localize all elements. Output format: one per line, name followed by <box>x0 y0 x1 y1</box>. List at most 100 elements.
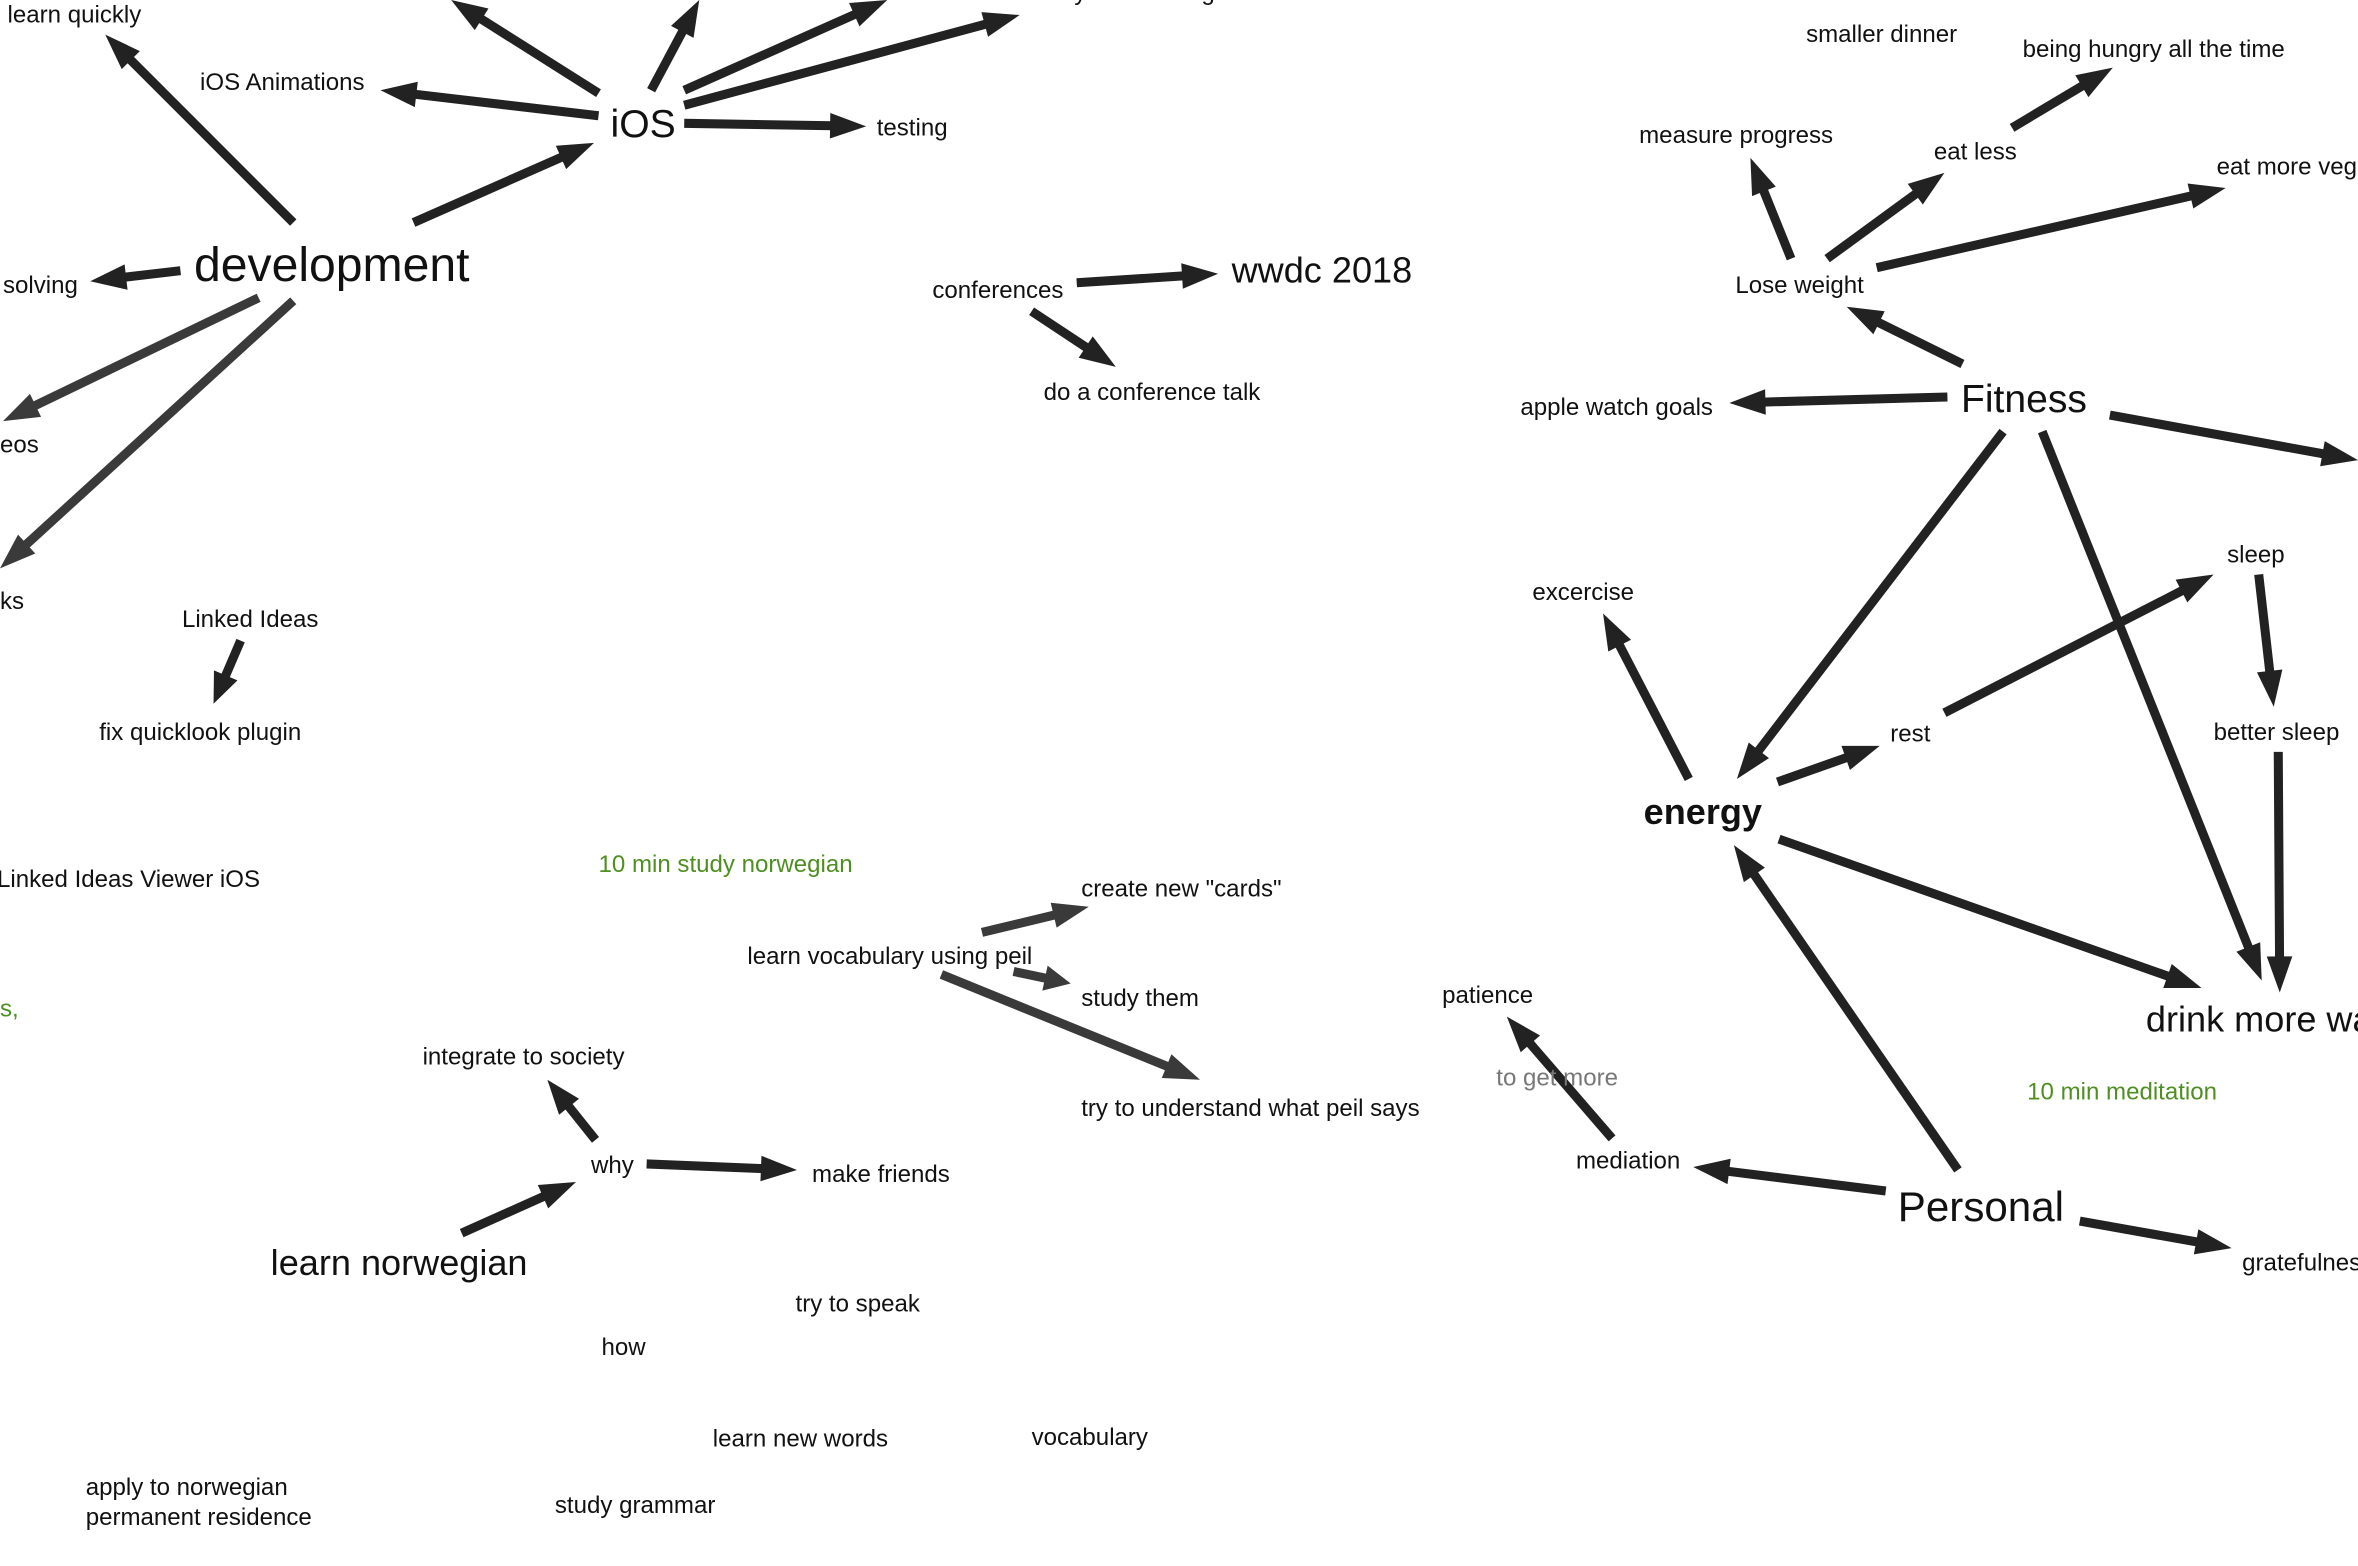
edge-arrowhead <box>2320 441 2358 467</box>
node-rest[interactable]: rest <box>1890 721 1931 748</box>
node-drink-water[interactable]: drink more wa <box>2145 1000 2358 1041</box>
edge-mediation-to-patience <box>1506 1016 1616 1142</box>
edge-line <box>1614 640 1693 782</box>
node-ks[interactable]: ks <box>0 589 25 616</box>
edge-arrowhead <box>1729 389 1766 415</box>
edge-ios-to-testing <box>684 112 867 139</box>
node-energy[interactable]: energy <box>1643 792 1763 834</box>
edge-learn-vocab-to-study-them <box>1012 965 1071 991</box>
node-patience[interactable]: patience <box>1442 983 1534 1010</box>
node-measure-progress[interactable]: measure progress <box>1639 123 1834 149</box>
edge-energy-to-drink-water <box>1777 834 2202 989</box>
node-permanent-residence[interactable]: apply to norwegian permanent residence <box>86 1474 312 1534</box>
node-study-them[interactable]: study them <box>1081 986 1199 1013</box>
edge-arrowhead <box>1603 613 1632 652</box>
node-conference-talk[interactable]: do a conference talk <box>1043 380 1261 407</box>
node-green-fragment[interactable]: s, <box>0 997 19 1023</box>
node-study-norwegian[interactable]: 10 min study norwegian <box>598 852 853 879</box>
node-fix-quicklook[interactable]: fix quicklook plugin <box>99 720 302 746</box>
edge-arrowhead <box>1841 745 1880 770</box>
node-learn-words[interactable]: learn new words <box>712 1427 888 1453</box>
edge-arrowhead <box>1506 1016 1541 1053</box>
node-learn-vocab[interactable]: learn vocabulary using peil <box>747 944 1033 970</box>
node-mediation[interactable]: mediation <box>1575 1148 1681 1175</box>
node-personal[interactable]: Personal <box>1897 1183 2064 1231</box>
node-hungry[interactable]: being hungry all the time <box>2022 37 2285 64</box>
edge-arrowhead <box>1733 845 1765 883</box>
edge-line <box>1012 967 1049 984</box>
node-to-get-more[interactable]: to get more <box>1496 1066 1618 1092</box>
node-linked-ideas-viewer[interactable]: Linked Ideas Viewer iOS <box>0 867 261 894</box>
edge-conferences-to-talk <box>1029 307 1116 367</box>
node-how[interactable]: how <box>601 1335 646 1361</box>
edge-line <box>1753 428 2007 756</box>
edge-arrowhead <box>1181 263 1219 289</box>
node-smaller-dinner[interactable]: smaller dinner <box>1806 22 1958 49</box>
edge-arrowhead <box>555 142 595 170</box>
edge-lose-weight-to-veg <box>1875 183 2226 273</box>
edge-arrowhead <box>671 0 700 38</box>
edge-arrowhead <box>1736 742 1769 779</box>
edge-line <box>220 638 245 680</box>
edge-line <box>411 152 566 227</box>
node-excercise[interactable]: excercise <box>1532 580 1634 607</box>
edge-line <box>412 89 600 121</box>
edge-linked-ideas-to-quicklook <box>213 638 245 704</box>
edge-arrowhead <box>2236 942 2262 981</box>
node-development[interactable]: development <box>193 237 470 292</box>
edge-line <box>21 297 297 550</box>
node-fitness[interactable]: Fitness <box>1960 375 2087 422</box>
edge-fitness-to-drink-water <box>2037 429 2262 981</box>
edge-arrowhead <box>2075 67 2113 98</box>
edge-fitness-to-apple-watch <box>1729 389 1948 415</box>
node-eos[interactable]: eos <box>0 433 39 459</box>
node-vocabulary[interactable]: vocabulary <box>1031 1425 1148 1452</box>
edge-dev-to-ios <box>411 142 595 227</box>
node-conferences[interactable]: conferences <box>932 278 1064 304</box>
node-lose-weight[interactable]: Lose weight <box>1735 273 1864 300</box>
node-eat-more-veg[interactable]: eat more veg <box>2216 154 2358 181</box>
node-solving[interactable]: solving <box>3 273 78 300</box>
node-understand-peil[interactable]: try to understand what peil says <box>1081 1096 1420 1122</box>
edge-arrowhead <box>1907 172 1945 205</box>
node-wwdc[interactable]: wwdc 2018 <box>1231 251 1413 292</box>
node-why[interactable]: why <box>590 1153 634 1179</box>
edge-fitness-to-right <box>2109 410 2358 467</box>
node-different-ways[interactable]: different ways of building UI <box>950 0 1245 9</box>
node-learn-norwegian[interactable]: learn norwegian <box>270 1243 528 1285</box>
edge-line <box>1525 1038 1616 1142</box>
node-try-speak[interactable]: try to speak <box>795 1291 920 1318</box>
edge-line <box>682 9 859 95</box>
node-learn-quickly[interactable]: learn quickly <box>7 3 142 29</box>
edge-line <box>1874 317 1965 368</box>
node-apple-watch[interactable]: apple watch goals <box>1520 395 1713 422</box>
node-permanent-residence-line1: apply to norwegian <box>85 1475 288 1501</box>
node-ios-animations[interactable]: iOS Animations <box>200 70 365 97</box>
node-gratefulness[interactable]: gratefulnes <box>2242 1251 2358 1277</box>
node-testing[interactable]: testing <box>876 115 948 142</box>
node-sleep[interactable]: sleep <box>2227 542 2285 569</box>
edge-line <box>2009 80 2087 132</box>
node-make-friends[interactable]: make friends <box>812 1162 950 1189</box>
node-create-cards[interactable]: create new "cards" <box>1081 876 1282 903</box>
edge-conferences-to-wwdc <box>1076 263 1219 289</box>
edge-arrowhead <box>1846 306 1885 335</box>
edge-arrowhead <box>105 34 140 70</box>
node-integrate[interactable]: integrate to society <box>422 1045 625 1071</box>
node-better-sleep[interactable]: better sleep <box>2213 720 2340 746</box>
edge-line <box>2078 1216 2200 1247</box>
edge-arrowhead <box>1750 157 1776 197</box>
edge-dev-to-ks <box>0 297 297 569</box>
node-meditation-green[interactable]: 10 min meditation <box>2027 1079 2218 1106</box>
edge-personal-to-gratefulness <box>2078 1216 2232 1255</box>
edge-dev-to-eos <box>3 293 261 422</box>
node-ios[interactable]: iOS <box>610 100 676 146</box>
node-eat-less[interactable]: eat less <box>1933 139 2017 166</box>
edge-arrowhead <box>1078 336 1116 367</box>
edge-arrowhead <box>1042 965 1071 991</box>
node-study-grammar[interactable]: study grammar <box>554 1493 716 1519</box>
edge-arrowhead <box>90 264 128 290</box>
node-linked-ideas[interactable]: Linked Ideas <box>181 607 319 634</box>
edge-personal-to-energy <box>1733 845 1962 1173</box>
